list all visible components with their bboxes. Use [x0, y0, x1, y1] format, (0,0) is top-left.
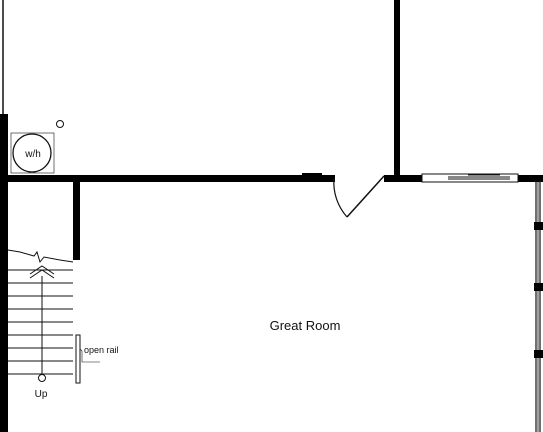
water-heater-tank	[12, 133, 52, 173]
stair-divider-wall	[73, 178, 80, 260]
open-rail-label: open rail	[84, 345, 119, 355]
stair-up-arrow-icon	[29, 269, 55, 279]
sliding-door	[421, 173, 519, 183]
right-exterior-wall	[534, 180, 543, 432]
open-rail	[75, 334, 100, 384]
great-room-label: Great Room	[270, 318, 341, 333]
water-heater-platform	[10, 132, 55, 174]
door-leaf	[346, 175, 385, 218]
swing-door	[333, 175, 385, 218]
window-mullion-1	[534, 222, 543, 230]
stair-up-label: Up	[35, 389, 48, 400]
window-mullion-2	[534, 283, 543, 291]
stair-start-marker	[38, 374, 46, 382]
door-swing-arc	[333, 177, 348, 218]
left-exterior-wall	[0, 114, 8, 432]
open-rail-leader	[79, 348, 100, 363]
staircase	[7, 249, 74, 382]
floor-drain-icon	[56, 120, 64, 128]
upper-vertical-wall	[394, 0, 400, 178]
upper-partition-wall	[0, 175, 335, 182]
window-mullion-3	[534, 350, 543, 358]
water-heater-label: w/h	[24, 149, 41, 160]
door-side-wall	[384, 175, 422, 182]
wall-header	[302, 173, 322, 177]
stair-up-arrow-head-icon	[29, 265, 55, 275]
stair-break-line	[7, 249, 74, 264]
right-corner-wall	[518, 175, 543, 182]
open-rail-post	[75, 334, 81, 384]
water-heater: w/h	[10, 132, 55, 174]
slider-frame	[421, 173, 519, 183]
